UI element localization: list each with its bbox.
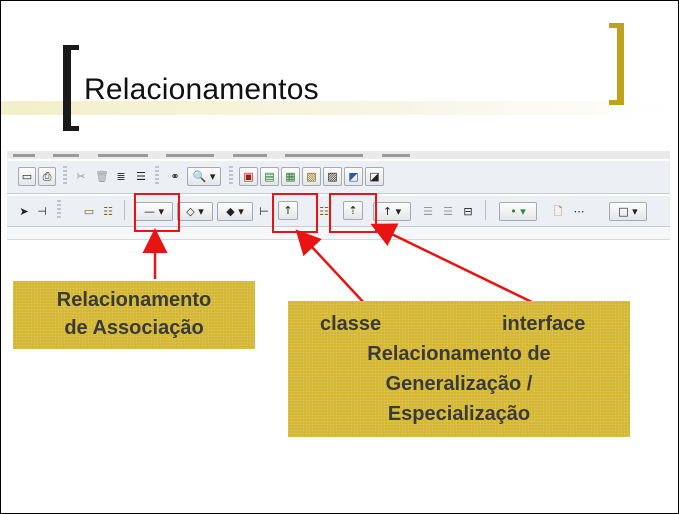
list-icon[interactable]: ☰	[136, 170, 146, 183]
rectangle-icon[interactable]: □ ▾	[609, 202, 647, 221]
interface-class-icon[interactable]: ☷	[319, 205, 329, 218]
class-icon[interactable]: ☷	[103, 205, 113, 218]
diagram-toolbar: ➤ ⊣ ▭ ☷ — ▾ ◇ ▾ ◆ ▾ ⊢ ↑ ☷ ⇡ ↑ ▾ ☰ ☰ ⊟ • …	[7, 196, 670, 227]
binoculars-icon[interactable]: ⚭	[170, 170, 180, 183]
select-arrow-icon[interactable]: ➤	[19, 205, 29, 218]
state-diagram-icon[interactable]: ▧	[302, 167, 321, 186]
operation-icon[interactable]: ☰	[443, 205, 453, 218]
delete-icon[interactable]: 🗑	[95, 170, 109, 183]
stereotype-icon[interactable]: ⊟	[463, 205, 473, 218]
generalization-callout-line3: Especialização	[387, 403, 531, 425]
title-underline-band	[1, 101, 678, 115]
inheritance-dropdown-icon[interactable]: ↑ ▾	[373, 202, 411, 221]
interface-arrow	[370, 223, 539, 307]
menu-bar	[7, 151, 670, 159]
zoom-icon[interactable]: 🔍 ▾	[187, 167, 221, 186]
slide-title: Relacionamentos	[84, 73, 319, 106]
cut-icon[interactable]: ✂	[76, 170, 86, 183]
generalization-icon[interactable]: ↑	[278, 201, 298, 220]
menu-item[interactable]	[97, 154, 148, 157]
print-icon[interactable]: ⎙	[38, 167, 56, 186]
activity-diagram-icon[interactable]: ▨	[323, 167, 342, 186]
class-diagram-icon[interactable]: ▣	[239, 167, 258, 186]
realization-icon[interactable]: ⇡	[343, 201, 363, 220]
component-diagram-icon[interactable]: ◩	[344, 167, 363, 186]
right-bracket-top	[609, 23, 624, 28]
attribute-icon[interactable]: ☰	[423, 205, 433, 218]
deployment-diagram-icon[interactable]: ◪	[365, 167, 384, 186]
menu-item[interactable]	[13, 154, 35, 157]
left-bracket-bottom	[63, 126, 79, 131]
note-link-icon[interactable]: ⋯	[573, 205, 585, 218]
sequence-diagram-icon[interactable]: ▤	[260, 167, 279, 186]
standard-toolbar: ▭ ⎙ ✂ 🗑 ≣ ☰ ⚭ 🔍 ▾ ▣ ▤ ▦ ▧ ▨ ◩ ◪	[7, 161, 670, 194]
collaboration-diagram-icon[interactable]: ▦	[281, 167, 300, 186]
aggregation-icon[interactable]: ◇ ▾	[177, 202, 213, 221]
dependency-icon[interactable]: ⊢	[259, 205, 269, 218]
association-callout-line1: Relacionamento	[56, 289, 212, 311]
left-bracket	[63, 45, 71, 131]
package-icon[interactable]: ▭	[83, 205, 95, 218]
association-callout-line2: de Associação	[64, 317, 204, 339]
association-icon[interactable]: — ▾	[135, 202, 173, 221]
class-label: classe	[320, 313, 382, 335]
interface-label: interface	[502, 313, 586, 335]
right-bracket	[617, 23, 624, 105]
text-cursor-icon[interactable]: ⊣	[37, 205, 47, 218]
class-arrow	[295, 229, 367, 306]
menu-item[interactable]	[232, 154, 267, 157]
generalization-interface-highlight	[329, 193, 377, 233]
generalization-callout: classe interface Relacionamento de Gener…	[288, 301, 630, 437]
left-bracket-top	[63, 45, 79, 50]
generalization-callout-line1: Relacionamento de	[367, 343, 551, 365]
align-icon[interactable]: ≣	[116, 170, 126, 183]
composition-icon[interactable]: ◆ ▾	[217, 202, 253, 221]
new-diagram-icon[interactable]: ▭	[18, 167, 36, 186]
association-callout: Relacionamento de Associação	[13, 281, 255, 349]
generalization-class-highlight	[272, 193, 318, 233]
generalization-callout-line2: Generalização /	[385, 373, 533, 395]
menu-item[interactable]	[285, 154, 364, 157]
menu-item[interactable]	[381, 154, 410, 157]
node-icon[interactable]: • ▾	[499, 202, 537, 221]
right-bracket-bottom	[609, 100, 624, 105]
menu-item[interactable]	[166, 154, 215, 157]
note-icon[interactable]: 🗋	[553, 205, 563, 218]
menu-item[interactable]	[53, 154, 80, 157]
